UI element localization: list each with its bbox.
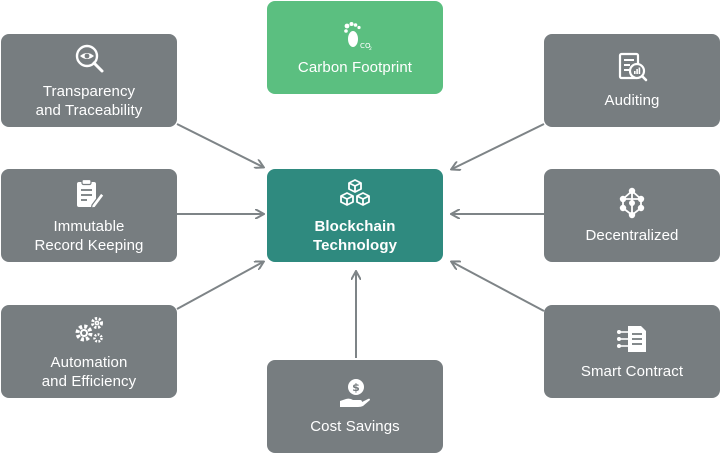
node-auditing: Auditing xyxy=(544,34,720,127)
svg-text:CO: CO xyxy=(360,42,371,50)
node-label: Decentralized xyxy=(585,227,679,244)
magnifier-eye-icon xyxy=(75,44,104,72)
node-label: Cost Savings xyxy=(310,418,400,435)
node-label: Immutable Record Keeping xyxy=(34,217,144,254)
node-automation-efficiency: Automation and Efficiency xyxy=(1,305,177,398)
hand-coin-icon: $ xyxy=(340,379,370,407)
node-label: Carbon Footprint xyxy=(297,59,413,76)
node-transparency: Transparency and Traceability xyxy=(1,34,177,127)
node-label: Blockchain Technology xyxy=(312,217,398,254)
node-cost-savings: $ Cost Savings xyxy=(267,360,443,453)
node-label: Transparency and Traceability xyxy=(35,82,143,119)
cubes-icon xyxy=(340,178,370,206)
arrow-transparency xyxy=(176,123,263,167)
audit-report-icon xyxy=(618,52,648,82)
node-label: Auditing xyxy=(604,92,660,109)
node-blockchain-technology: Blockchain Technology xyxy=(267,169,443,262)
svg-text:2: 2 xyxy=(369,46,372,52)
arrow-automation xyxy=(176,262,263,310)
node-smart-contract: Smart Contract xyxy=(544,305,720,398)
footprint-co2-icon: CO 2 xyxy=(344,22,372,52)
node-carbon-footprint: CO 2 Carbon Footprint xyxy=(267,1,443,94)
clipboard-pen-icon xyxy=(77,178,105,209)
node-label: Smart Contract xyxy=(580,363,684,380)
contract-document-icon xyxy=(617,326,646,352)
arrow-auditing xyxy=(452,123,545,169)
gears-icon xyxy=(75,316,103,343)
arrow-smart-contract xyxy=(452,262,545,312)
node-label: Automation and Efficiency xyxy=(41,353,137,390)
node-immutable-record-keeping: Immutable Record Keeping xyxy=(1,169,177,262)
node-decentralized: Decentralized xyxy=(544,169,720,262)
network-nodes-icon xyxy=(619,187,645,219)
svg-text:$: $ xyxy=(352,381,360,394)
